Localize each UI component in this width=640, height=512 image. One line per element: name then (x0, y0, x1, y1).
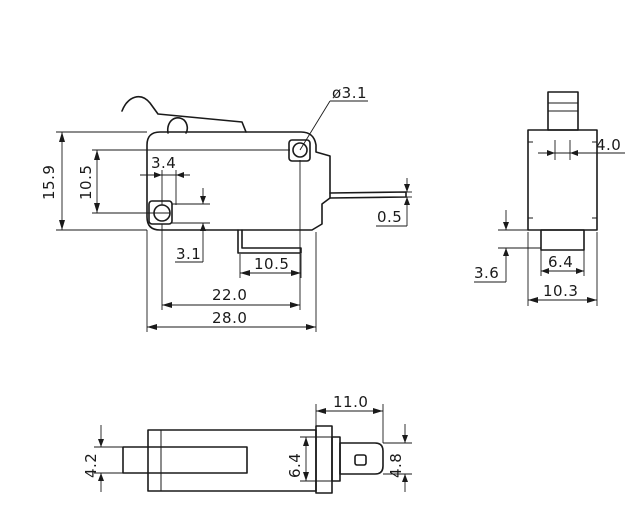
lever-bottom (122, 446, 248, 474)
dim-body-width: 10.3 (543, 282, 578, 300)
dim-hole-diameter: ø3.1 (332, 84, 367, 102)
dim-terminal-width: 6.4 (548, 253, 573, 271)
lever-roller (166, 117, 189, 134)
mounting-hole-square-lower (148, 200, 173, 225)
switch-body-side (527, 129, 598, 231)
terminal-block-bottom (315, 425, 333, 494)
dim-plunger-width: 4.0 (596, 136, 621, 154)
dim-terminal-block: 6.4 (286, 453, 304, 478)
dim-terminal-thickness: 0.5 (377, 208, 402, 226)
dim-terminal-spacing: 10.5 (254, 255, 289, 273)
dim-terminal-length: 11.0 (333, 393, 368, 411)
dim-terminal-offset: 3.6 (474, 264, 499, 282)
dim-terminal-tab-width: 4.8 (387, 453, 405, 478)
front-view: ø3.1 15.9 10.5 3.4 3.1 (40, 84, 412, 332)
terminal-step (331, 436, 341, 482)
dim-mount-pitch: 22.0 (212, 286, 247, 304)
dim-body-length: 28.0 (212, 309, 247, 327)
dim-lever-width: 4.2 (82, 453, 100, 478)
terminal-hole (354, 454, 367, 466)
dim-height-mount: 10.5 (77, 165, 95, 200)
mounting-hole-upper (292, 142, 308, 158)
lever-arm (121, 95, 247, 133)
mounting-hole-square-upper (288, 139, 311, 162)
switch-body-front (146, 131, 331, 231)
terminal-block-side (540, 229, 585, 251)
terminal-side (329, 191, 407, 199)
dim-height-total: 15.9 (40, 165, 58, 200)
dim-hole-offset-y: 3.1 (176, 245, 201, 263)
dim-hole-offset-x: 3.4 (151, 154, 176, 172)
bottom-view: 4.2 6.4 11.0 4.8 (82, 393, 412, 494)
side-view: 4.0 3.6 6.4 10.3 (474, 91, 625, 306)
terminal-tab (339, 442, 384, 475)
terminal-bottom (237, 229, 302, 254)
